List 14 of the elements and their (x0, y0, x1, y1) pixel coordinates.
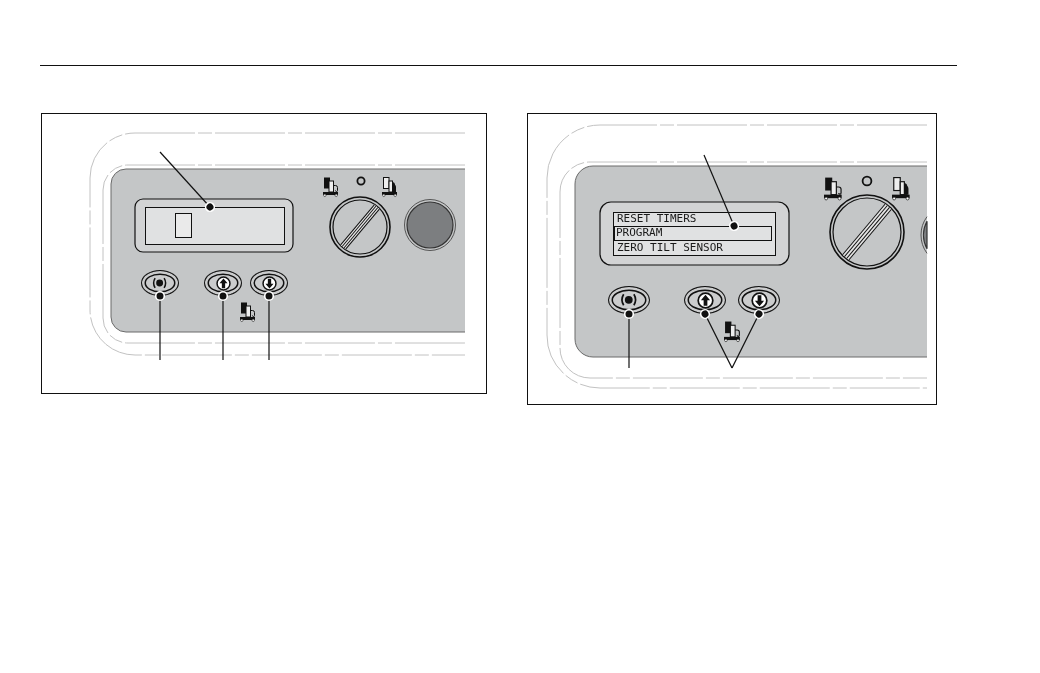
display-text: PROGRAM (616, 227, 663, 239)
display-text: ZERO TILT SENSOR (617, 242, 723, 254)
leader-line (703, 154, 740, 232)
leader-line (263, 290, 275, 361)
leader-line (731, 308, 765, 369)
leader-line (159, 151, 216, 213)
selected-menu-row (614, 226, 772, 241)
leader-line (217, 290, 229, 361)
display-text: RESET TIMERS (617, 213, 697, 225)
leader-line (154, 290, 166, 361)
leader-line (623, 308, 635, 369)
leader-line (699, 308, 733, 369)
display-screen (613, 212, 776, 256)
display-screen (145, 207, 285, 245)
